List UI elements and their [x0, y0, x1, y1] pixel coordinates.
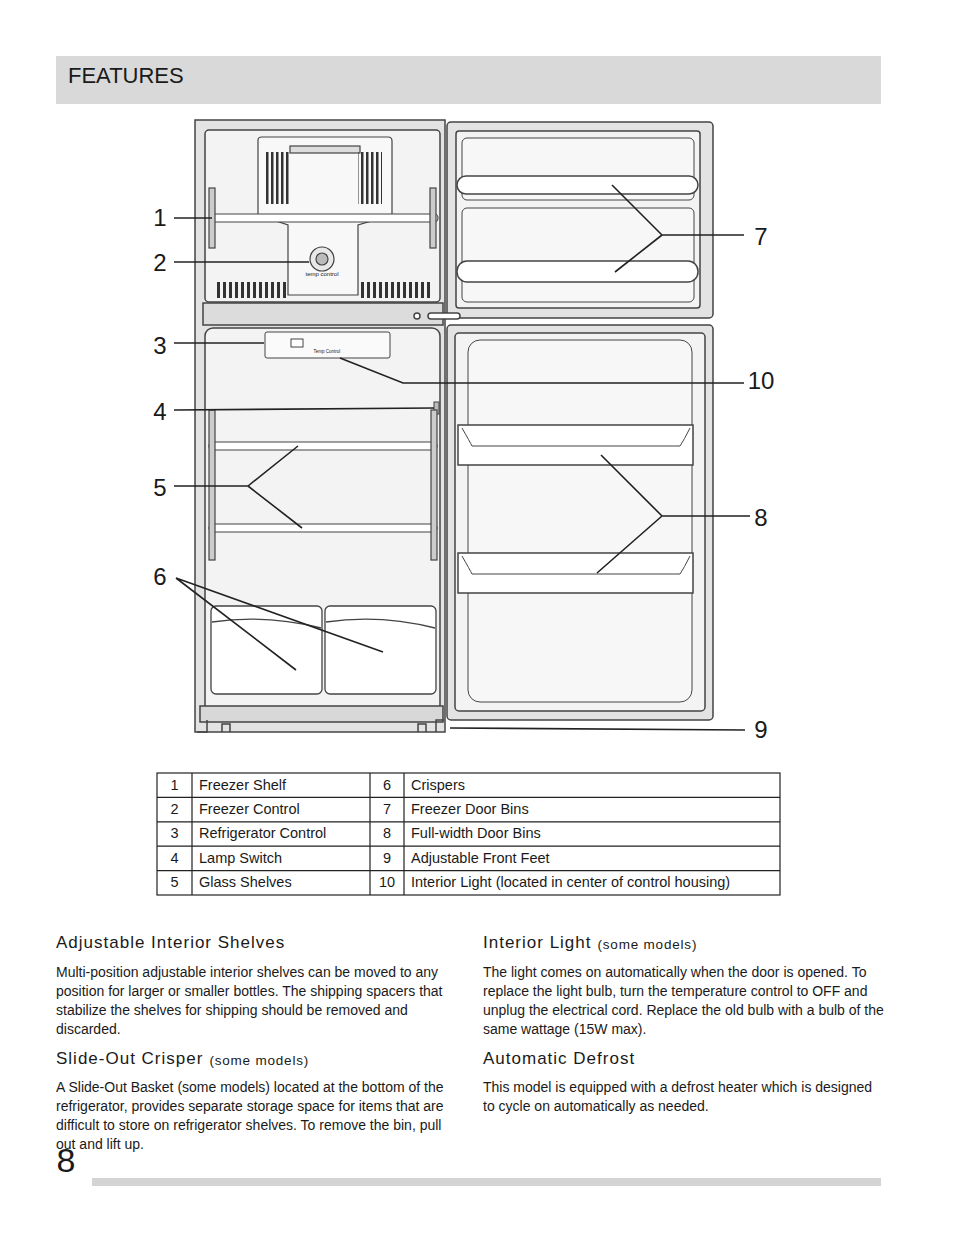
table-cell: Freezer Shelf	[199, 777, 286, 794]
table-cell: 4	[170, 850, 178, 867]
table-cell: 1	[170, 777, 178, 794]
footer-bar	[92, 1178, 881, 1186]
body-text: Multi-position adjustable interior shelv…	[56, 963, 458, 1039]
table-cell: Crispers	[411, 777, 465, 794]
section-heading: Slide-Out Crisper	[56, 1049, 203, 1069]
table-cell: Lamp Switch	[199, 850, 282, 867]
body-text: The light comes on automatically when th…	[483, 963, 885, 1039]
feature-table	[157, 773, 780, 895]
refrigerator-door	[447, 325, 713, 720]
table-cell: 3	[170, 825, 178, 842]
body-text: A Slide-Out Basket (some models) located…	[56, 1078, 458, 1154]
callout-number: 10	[748, 367, 775, 396]
callout-number: 7	[754, 223, 767, 252]
table-cell: Freezer Control	[199, 801, 300, 818]
table-cell: 10	[379, 874, 395, 891]
freezer-shelf	[209, 188, 438, 248]
control-housing	[265, 332, 439, 414]
control-label: temp control	[305, 271, 338, 278]
callout-number: 1	[153, 204, 166, 233]
control-label: Temp Control	[314, 349, 341, 354]
page-number: 8	[57, 1140, 76, 1181]
table-cell: 2	[170, 801, 178, 818]
callout-number: 2	[153, 249, 166, 278]
cabinet	[195, 120, 445, 732]
table-cell: Refrigerator Control	[199, 825, 326, 842]
table-cell: 8	[383, 825, 391, 842]
table-cell: 5	[170, 874, 178, 891]
table-cell: Full-width Door Bins	[411, 825, 541, 842]
table-cell: 7	[383, 801, 391, 818]
callout-number: 6	[153, 563, 166, 592]
table-cell: Adjustable Front Feet	[411, 850, 550, 867]
section-note: (some models)	[598, 937, 698, 953]
callout-number: 3	[153, 332, 166, 361]
table-cell: Freezer Door Bins	[411, 801, 529, 818]
freezer-door	[414, 122, 713, 319]
body-text: This model is equipped with a defrost he…	[483, 1078, 885, 1116]
page-title: FEATURES	[68, 62, 184, 90]
leader-lines	[174, 185, 750, 730]
section-heading: Interior Light	[483, 933, 592, 953]
header-bar	[56, 56, 881, 104]
callout-number: 4	[153, 398, 166, 427]
table-cell: 9	[383, 850, 391, 867]
callout-number: 9	[754, 716, 767, 745]
glass-shelves	[209, 410, 437, 560]
table-cell: Glass Shelves	[199, 874, 292, 891]
section-heading: Automatic Defrost	[483, 1049, 635, 1069]
section-note: (some models)	[209, 1053, 309, 1069]
table-cell: 6	[383, 777, 391, 794]
table-cell: Interior Light (located in center of con…	[411, 874, 730, 891]
crispers	[211, 606, 436, 694]
section-heading: Adjustable Interior Shelves	[56, 933, 285, 953]
callout-number: 8	[754, 504, 767, 533]
callout-number: 5	[153, 474, 166, 503]
